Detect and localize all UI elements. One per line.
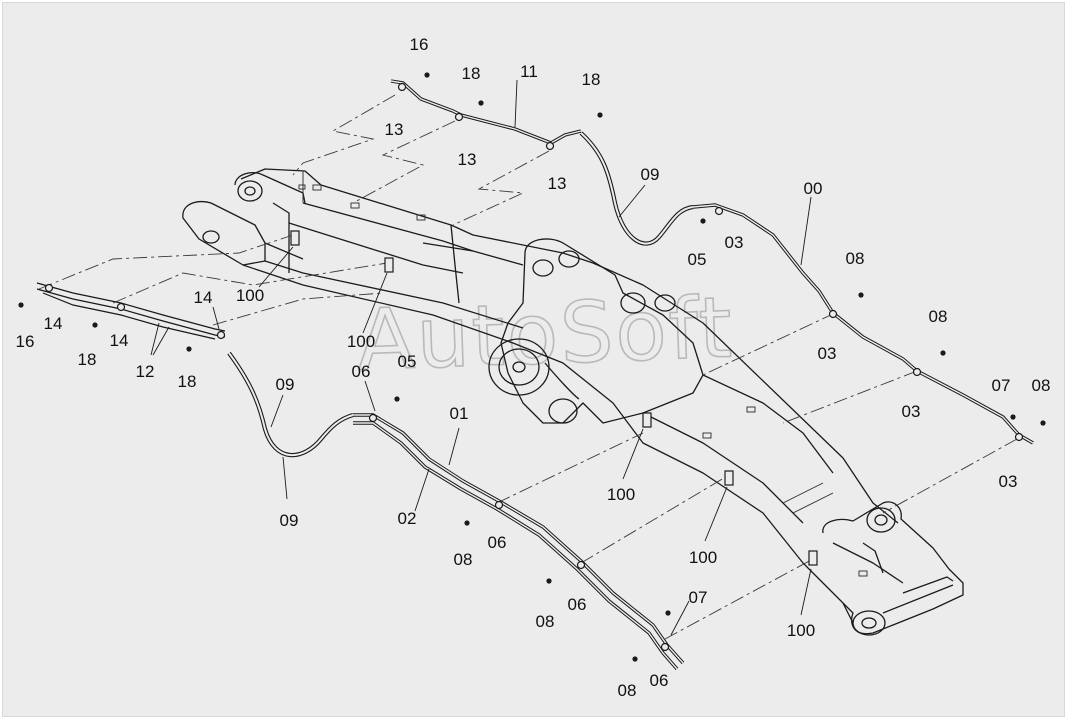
label-09-a: 09 bbox=[641, 165, 660, 184]
label-02: 02 bbox=[398, 509, 417, 528]
label-06-a: 06 bbox=[352, 362, 371, 381]
label-00: 00 bbox=[804, 179, 823, 198]
label-18-b: 18 bbox=[582, 70, 601, 89]
label-03-c: 03 bbox=[902, 402, 921, 421]
label-03-d: 03 bbox=[999, 472, 1018, 491]
label-18-d: 18 bbox=[178, 372, 197, 391]
label-18-c: 18 bbox=[78, 350, 97, 369]
label-06-b: 06 bbox=[488, 533, 507, 552]
label-07-b: 07 bbox=[689, 588, 708, 607]
label-08-d: 08 bbox=[454, 550, 473, 569]
label-12: 12 bbox=[136, 362, 155, 381]
label-05-b: 05 bbox=[398, 352, 417, 371]
label-09-b: 09 bbox=[276, 375, 295, 394]
label-08-f: 08 bbox=[618, 681, 637, 700]
label-14-b: 14 bbox=[110, 331, 129, 350]
label-09-c: 09 bbox=[280, 511, 299, 530]
label-03-b: 03 bbox=[818, 344, 837, 363]
label-08-e: 08 bbox=[536, 612, 555, 631]
label-18-a: 18 bbox=[462, 64, 481, 83]
label-14-c: 14 bbox=[194, 288, 213, 307]
label-100-e: 100 bbox=[787, 621, 815, 640]
pipes-01-02 bbox=[353, 413, 685, 671]
boom-structure bbox=[182, 168, 964, 636]
clamp-brackets bbox=[290, 230, 818, 566]
label-100-b: 100 bbox=[347, 332, 375, 351]
pipe-12 bbox=[36, 282, 226, 340]
watermark: AutoSoft bbox=[355, 278, 735, 389]
label-11: 11 bbox=[520, 62, 538, 81]
label-13-a: 13 bbox=[385, 120, 404, 139]
pipe-00 bbox=[692, 203, 1034, 445]
boom-piping-diagram: AutoSoft bbox=[16, 35, 1051, 700]
hose-09-lower bbox=[227, 351, 354, 458]
label-06-c: 06 bbox=[568, 595, 587, 614]
label-100-c: 100 bbox=[607, 485, 635, 504]
label-100-a: 100 bbox=[236, 286, 264, 305]
label-03-a: 03 bbox=[725, 233, 744, 252]
part-labels: 00 01 02 03 03 03 03 05 05 06 06 06 06 0… bbox=[16, 35, 1051, 700]
label-13-c: 13 bbox=[548, 174, 567, 193]
bolts bbox=[18, 72, 1046, 662]
assembly-lines bbox=[38, 94, 1018, 640]
label-08-a: 08 bbox=[846, 249, 865, 268]
label-13-b: 13 bbox=[458, 150, 477, 169]
label-16-a: 16 bbox=[410, 35, 429, 54]
label-08-b: 08 bbox=[929, 307, 948, 326]
label-05-a: 05 bbox=[688, 250, 707, 269]
hose-09-upper bbox=[579, 131, 694, 246]
label-100-d: 100 bbox=[689, 548, 717, 567]
label-01: 01 bbox=[450, 404, 469, 423]
label-14-a: 14 bbox=[44, 314, 63, 333]
leader-lines bbox=[150, 79, 812, 636]
label-07-a: 07 bbox=[992, 376, 1011, 395]
pipe-11 bbox=[390, 79, 582, 151]
label-08-c: 08 bbox=[1032, 376, 1051, 395]
label-06-d: 06 bbox=[650, 671, 669, 690]
label-16-b: 16 bbox=[16, 332, 35, 351]
